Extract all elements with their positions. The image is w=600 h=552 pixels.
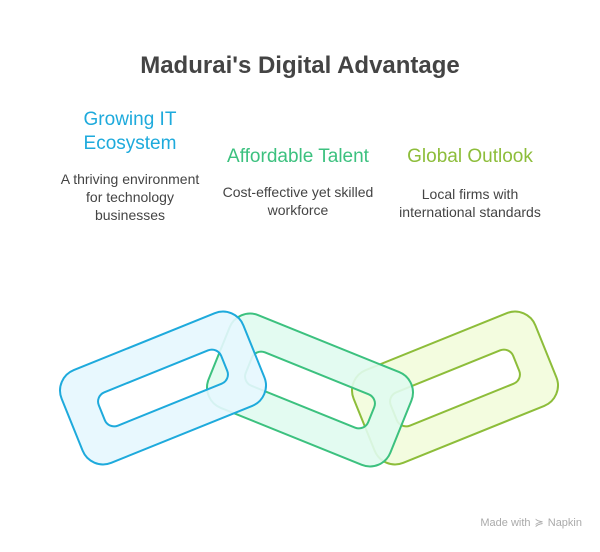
item-description: Cost-effective yet skilled workforce bbox=[222, 184, 374, 218]
made-with-napkin: Made with ≽ Napkin bbox=[480, 516, 582, 530]
item-heading: Global Outlook bbox=[407, 146, 533, 167]
chain-link-growing-it bbox=[59, 310, 267, 466]
item-heading: Affordable Talent bbox=[227, 146, 369, 167]
item-growing-it: Growing IT Ecosystem A thriving environm… bbox=[60, 108, 200, 224]
item-description: A thriving environment for technology bu… bbox=[60, 171, 200, 223]
item-affordable-talent: Affordable Talent Cost-effective yet ski… bbox=[218, 145, 378, 219]
item-heading: Growing IT Ecosystem bbox=[83, 109, 177, 154]
made-with-label: Made with bbox=[480, 516, 531, 529]
item-global-outlook: Global Outlook Local firms with internat… bbox=[385, 145, 555, 221]
diagram-title: Madurai's Digital Advantage bbox=[140, 52, 460, 79]
item-description: Local firms with international standards bbox=[399, 186, 541, 220]
napkin-logo-icon: ≽ bbox=[534, 517, 544, 529]
napkin-brand: Napkin bbox=[547, 516, 582, 529]
